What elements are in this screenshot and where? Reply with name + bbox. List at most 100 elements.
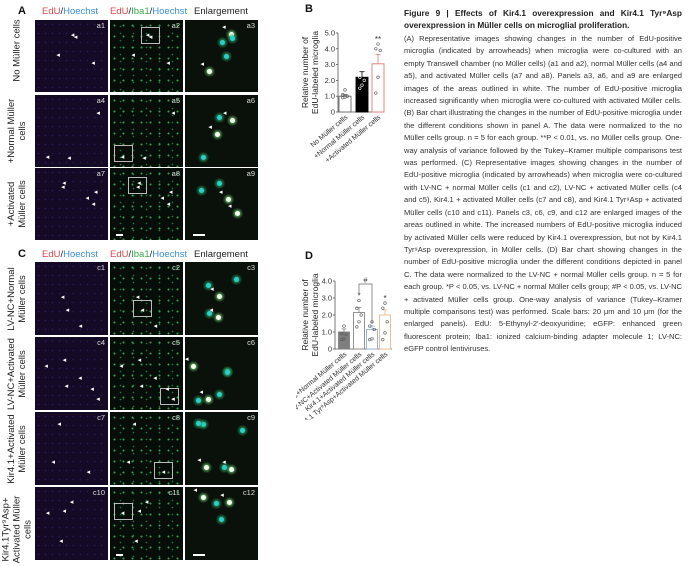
arrowhead-icon: ◂ (65, 307, 70, 315)
panel-tag: c8 (172, 413, 180, 422)
arrowhead-icon: ◂ (134, 538, 138, 546)
arrowhead-icon: ◂ (171, 395, 175, 403)
data-point (368, 324, 372, 328)
panel-tag: c12 (242, 488, 255, 497)
arrowhead-icon: ◂ (56, 51, 60, 59)
arrowhead-icon: ◂ (136, 184, 140, 192)
col-header-edu-hoechst: EdU/Hoechst (42, 6, 98, 17)
scale-bar (193, 554, 205, 556)
y-tick-label: 1.0 (325, 92, 335, 101)
arrowhead-icon: ◂ (153, 375, 157, 383)
arrowhead-icon: ◂ (193, 487, 198, 495)
panel-tag: a2 (171, 21, 180, 30)
nucleus (214, 500, 220, 506)
row-label: LV-NC+Activated Müller cells (6, 337, 28, 410)
row-label: +Normal Müller cells (6, 98, 28, 164)
outline-box (160, 388, 179, 405)
outline-box (140, 27, 160, 45)
edu-iba1-hoechst-image: ◂◂◂c2 (110, 262, 183, 335)
edu-hoechst-image: ◂◂◂c1 (35, 262, 108, 335)
row-label: +Activated Müller cells (6, 180, 28, 228)
row-label: LV-NC+Normal Müller cells (6, 266, 28, 331)
label-iba1: Iba1 (131, 6, 150, 17)
enlargement-image: ◂◂a6 (185, 95, 258, 167)
nucleus (223, 53, 229, 59)
nucleus (234, 277, 240, 283)
arrowhead-icon: ◂ (60, 294, 65, 302)
nucleus (225, 197, 231, 203)
arrowhead-icon: ◂ (73, 34, 78, 42)
panel-tag: c5 (172, 338, 180, 347)
panel-label-d: D (305, 250, 313, 262)
panel-tag: c1 (97, 263, 105, 272)
data-point (359, 313, 363, 317)
nucleus (217, 392, 223, 398)
arrowhead-icon: ◂ (132, 421, 137, 429)
arrowhead-icon: ◂ (85, 194, 90, 202)
nucleus (239, 427, 245, 433)
enlargement-image: ◂◂c9 (185, 412, 258, 485)
arrowhead-icon: ◂ (62, 356, 67, 364)
arrowhead-icon: ◂ (209, 307, 213, 315)
col-header-edu-iba1-hoechst: EdU/Iba1/Hoechst (110, 6, 187, 17)
nucleus (229, 117, 235, 123)
arrowhead-icon: ◂ (145, 32, 150, 40)
edu-iba1-hoechst-image: ◂◂◂◂◂a8 (110, 168, 183, 240)
panel-tag: c7 (97, 413, 105, 422)
edu-hoechst-image: ◂◂◂a4 (35, 95, 108, 167)
data-point (344, 332, 348, 337)
outline-box (132, 300, 152, 318)
bar (379, 314, 391, 350)
arrowhead-icon: ◂ (148, 34, 153, 42)
caption-body: (A) Representative images showing change… (404, 34, 682, 354)
panel-label-c: C (18, 248, 26, 260)
sep: / (128, 249, 132, 260)
data-point (341, 93, 345, 97)
data-point (383, 301, 387, 305)
nucleus (227, 499, 233, 505)
arrowhead-icon: ◂ (119, 362, 123, 370)
nucleus (206, 311, 212, 317)
panel-tag: c10 (92, 488, 105, 497)
nucleus (218, 517, 224, 523)
edu-iba1-hoechst-image: ◂◂◂◂a2 (110, 20, 183, 92)
figure-caption: Figure 9 | Effects of Kir4.1 overexpress… (404, 8, 682, 356)
panel-tag: c4 (97, 338, 105, 347)
outline-box (128, 177, 148, 195)
bar (371, 63, 385, 113)
arrowhead-icon: ◂ (61, 184, 65, 192)
label-edu: EdU (110, 249, 129, 260)
nucleus (200, 155, 206, 161)
data-point (357, 320, 361, 324)
arrowhead-icon: ◂ (70, 32, 75, 40)
data-point (385, 320, 389, 324)
sep: / (149, 249, 153, 260)
nucleus (216, 315, 222, 321)
panel-tag: a9 (246, 169, 255, 178)
arrowhead-icon: ◂ (126, 458, 130, 466)
edu-iba1-hoechst-image: ◂◂◂◂c11 (110, 487, 183, 560)
scale-bar (193, 234, 205, 236)
arrowhead-icon: ◂ (139, 382, 144, 390)
arrowhead-icon: ◂ (228, 202, 232, 210)
data-point (355, 306, 359, 310)
y-tick-label: 0 (331, 108, 335, 117)
data-point (358, 75, 362, 79)
col-header-enlargement: Enlargement (194, 6, 248, 17)
significance-marker: ** (375, 35, 381, 44)
arrowhead-icon: ◂ (171, 109, 175, 117)
panel-tag: c3 (247, 263, 255, 272)
nucleus (206, 282, 212, 288)
arrowhead-icon: ◂ (96, 395, 100, 403)
nucleus (219, 40, 225, 46)
sep: / (60, 6, 64, 17)
bar (338, 331, 350, 350)
panel-tag: c6 (247, 338, 255, 347)
label-hoechst: Hoechst (152, 249, 188, 260)
data-point (360, 83, 364, 87)
arrowhead-icon: ◂ (137, 356, 142, 364)
arrowhead-icon: ◂ (120, 153, 125, 161)
arrowhead-icon: ◂ (222, 458, 226, 466)
nucleus (195, 421, 201, 427)
